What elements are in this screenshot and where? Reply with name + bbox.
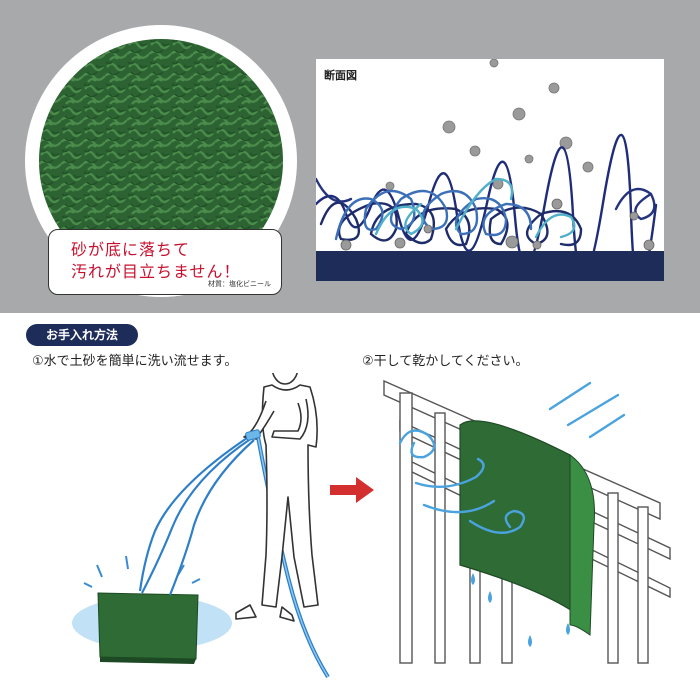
caption-line-2: 汚れが目立ちません！ — [71, 262, 241, 281]
step-1-text: ①水で土砂を簡単に洗い流せます。 — [32, 354, 238, 369]
material-note: 材質：塩化ビニール — [208, 280, 271, 288]
care-instructions-panel: お手入れ方法 ①水で土砂を簡単に洗い流せます。 ②干して乾かしてください。 — [0, 313, 700, 700]
caption-line-1: 砂が底に落ちて — [71, 240, 191, 259]
feature-caption-box: 砂が底に落ちて 汚れが目立ちません！ 材質：塩化ビニール — [48, 229, 282, 295]
cross-section-title: 断面図 — [324, 69, 357, 82]
care-title-badge: お手入れ方法 — [26, 324, 138, 346]
arrow-right-icon — [330, 477, 374, 503]
mat-texture-circle — [25, 25, 297, 297]
step-2-text: ②干して乾かしてください。 — [362, 354, 529, 369]
railing-drying-icon — [383, 379, 671, 664]
person-hosing-icon — [72, 373, 330, 679]
cross-section-panel: 断面図 — [316, 59, 664, 281]
cross-section-diagram — [316, 59, 664, 281]
